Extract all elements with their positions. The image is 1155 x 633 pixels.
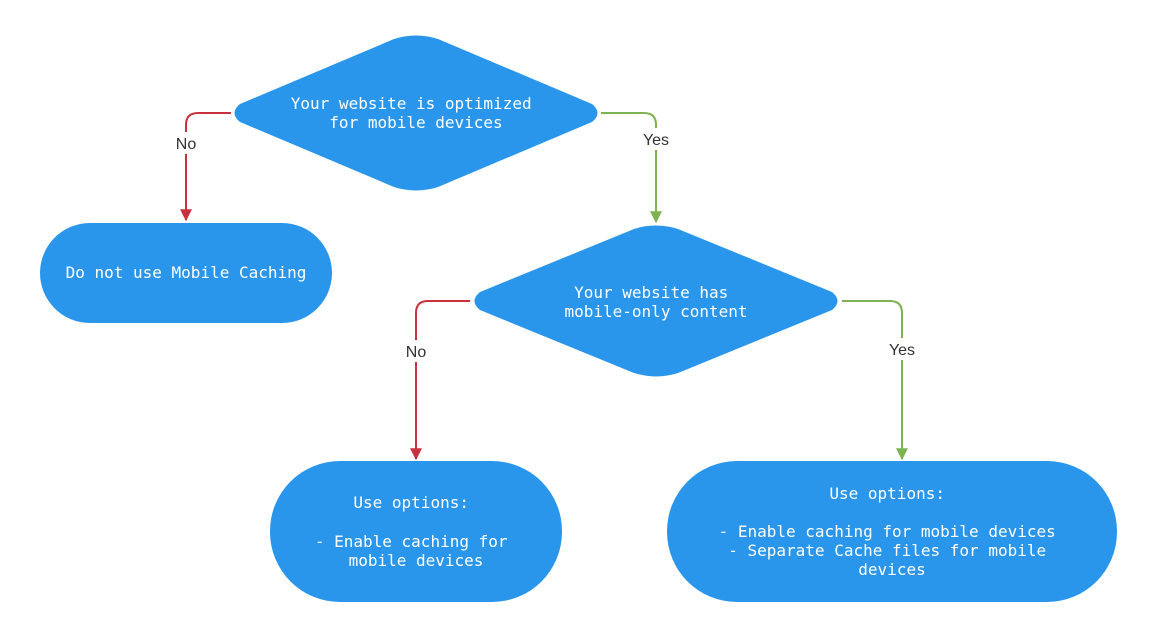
edge-optimized-yes: Yes — [601, 112, 674, 224]
terminal-stadium — [270, 461, 562, 602]
edge-label-no: No — [406, 344, 427, 361]
terminal-options-full: Use options: - Enable caching for mobile… — [667, 461, 1117, 602]
terminal-text-line: devices — [858, 560, 925, 579]
edge-label-bg — [638, 128, 674, 150]
terminal-options-basic: Use options: - Enable caching for mobile… — [270, 461, 562, 602]
terminal-text-line: - Separate Cache files for mobile — [728, 541, 1046, 560]
decision-text-line: mobile-only content — [564, 302, 747, 321]
decision-mobile-only: Your website has mobile-only content — [474, 225, 838, 377]
connector-line-no — [410, 300, 470, 461]
decision-text: Your website has mobile-only content — [564, 283, 747, 321]
edge-label-bg — [401, 340, 431, 362]
terminal-text-line: - Enable caching for — [315, 532, 508, 551]
edge-label-yes: Yes — [643, 132, 669, 149]
decision-diamond — [474, 225, 838, 377]
terminal-text-line: Use options: — [353, 493, 469, 512]
decision-text-line: for mobile devices — [329, 113, 502, 132]
edge-optimized-no: No — [171, 112, 231, 222]
connector-line-yes — [842, 300, 908, 461]
terminal-stadium — [40, 223, 332, 323]
terminal-no-caching: Do not use Mobile Caching — [40, 223, 332, 323]
connector-line-no — [180, 112, 231, 222]
terminal-text-line: mobile devices — [349, 551, 484, 570]
terminal-text: Do not use Mobile Caching — [66, 263, 307, 282]
decision-text: Your website is optimized for mobile dev… — [291, 94, 541, 132]
decision-optimized: Your website is optimized for mobile dev… — [234, 35, 598, 191]
edge-label-bg — [884, 338, 920, 360]
connector-line-yes — [601, 112, 662, 224]
edge-label-yes: Yes — [889, 342, 915, 359]
edge-mobile-only-no: No — [401, 300, 470, 461]
edge-label-bg — [171, 132, 201, 154]
terminal-text-line: - Enable caching for mobile devices — [719, 522, 1056, 541]
terminal-text: Use options: - Enable caching for mobile… — [719, 484, 1066, 579]
decision-text-line: Your website has — [574, 283, 728, 302]
decision-diamond — [234, 35, 598, 191]
edge-label-no: No — [176, 136, 197, 153]
terminal-stadium — [667, 461, 1117, 602]
terminal-text-line: Do not use Mobile Caching — [66, 263, 307, 282]
terminal-text-line: Use options: — [829, 484, 945, 503]
edge-mobile-only-yes: Yes — [842, 300, 920, 461]
decision-text-line: Your website is optimized — [291, 94, 532, 113]
terminal-text: Use options: - Enable caching for mobile… — [315, 493, 517, 570]
